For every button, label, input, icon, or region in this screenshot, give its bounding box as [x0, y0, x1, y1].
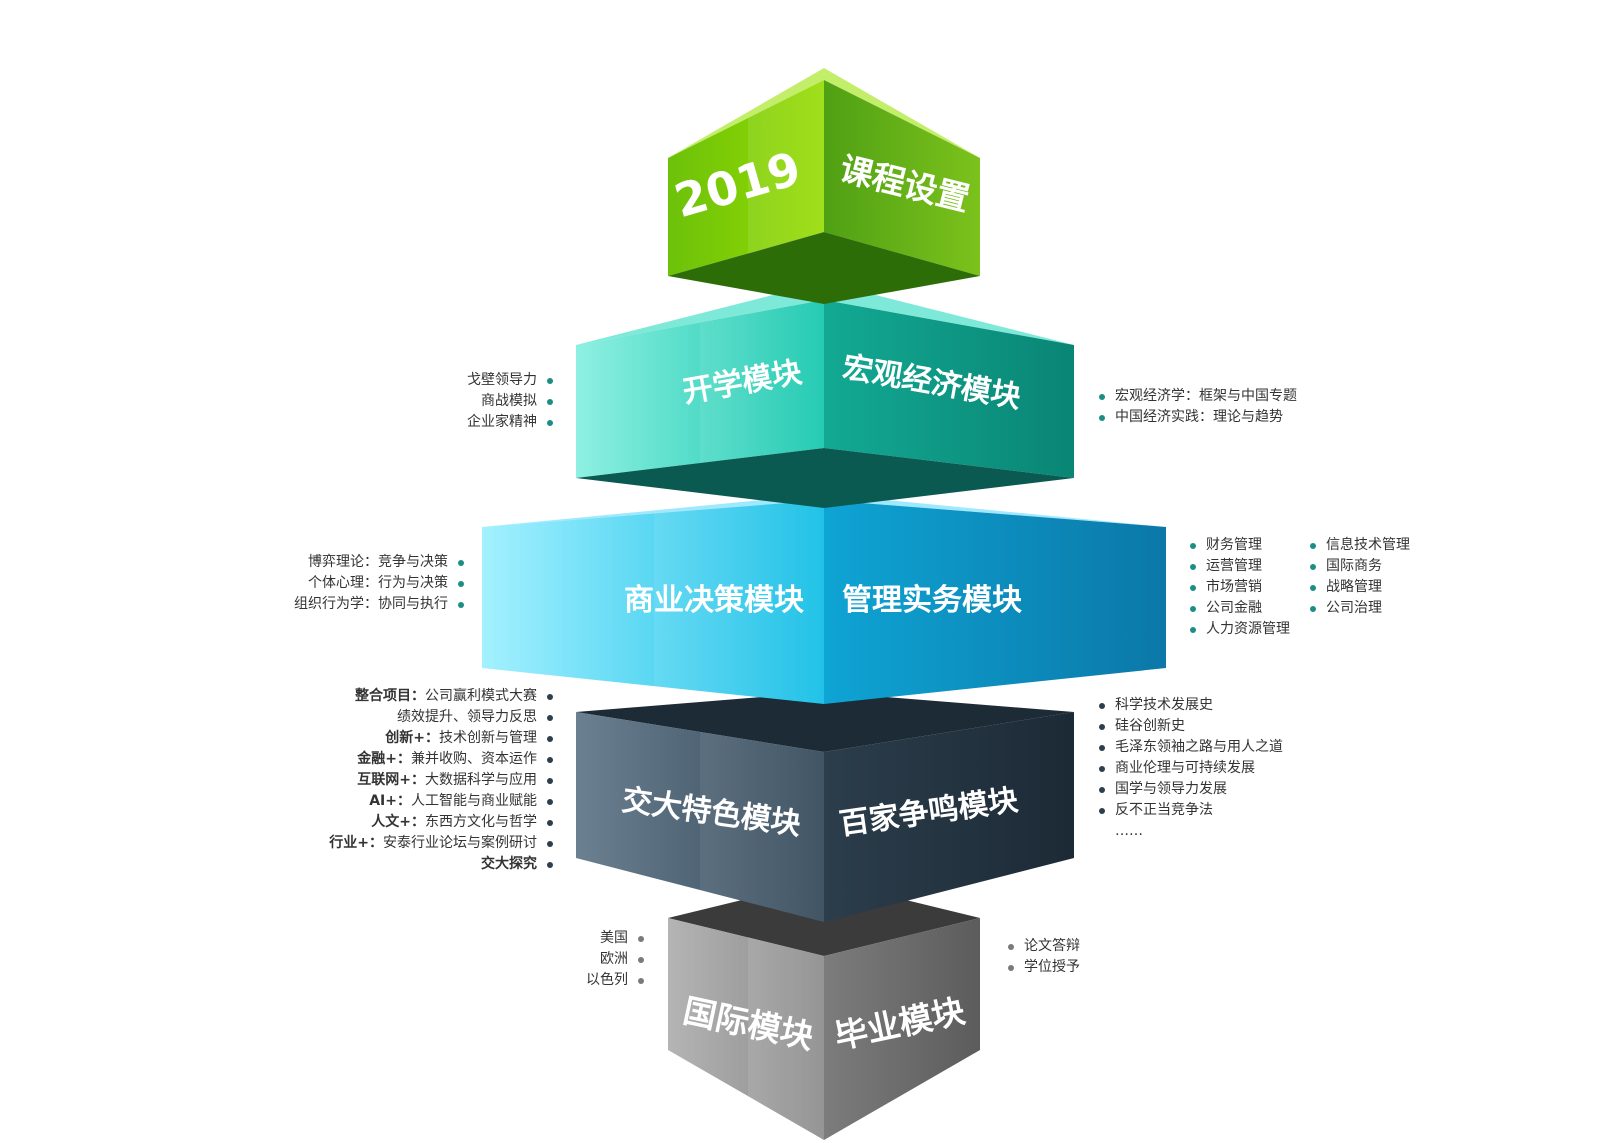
list-item: 毛泽东领袖之路与用人之道 [1099, 737, 1283, 758]
tier-2-right-face [824, 500, 1166, 704]
tier-0-left-face [668, 80, 824, 276]
list-item: 绩效提升、领导力反思 [329, 707, 553, 728]
list-item-text: 人工智能与商业赋能 [411, 793, 537, 809]
list-item: 以色列 [586, 970, 644, 991]
international-list: 美国 欧洲 以色列 [586, 928, 644, 991]
list-item: 整合项目：公司赢利模式大赛 [329, 686, 553, 707]
list-item-prefix: 人文+： [371, 814, 425, 830]
tier-title-block: 2019 课程设置 [668, 68, 980, 304]
tier-4-sheen [748, 937, 824, 1140]
list-item: 财务管理 [1190, 535, 1290, 556]
tier-decision-block: 商业决策模块 管理实务模块 [482, 494, 1166, 704]
list-item: 国学与领导力发展 [1099, 779, 1283, 800]
list-item-text: 技术创新与管理 [439, 730, 537, 746]
list-item: 互联网+：大数据科学与应用 [329, 770, 553, 791]
list-item: 戈壁领导力 [467, 370, 553, 391]
tier-1-underside [576, 448, 1074, 508]
list-item: 人文+：东西方文化与哲学 [329, 812, 553, 833]
tier-1-left-face [576, 300, 824, 478]
list-item: 博弈理论：竞争与决策 [294, 552, 464, 573]
list-item: 中国经济实践：理论与趋势 [1099, 407, 1297, 428]
list-item: 商战模拟 [467, 391, 553, 412]
list-item-prefix: 金融+： [357, 751, 411, 767]
list-item: 欧洲 [586, 949, 644, 970]
tier-graduation-block: 国际模块 毕业模块 [668, 880, 980, 1140]
list-item: 创新+：技术创新与管理 [329, 728, 553, 749]
list-item: 行业+：安泰行业论坛与案例研讨 [329, 833, 553, 854]
list-item-prefix: 行业+： [329, 835, 383, 851]
list-item: 国际商务 [1310, 556, 1410, 577]
tier-1-right-face [824, 300, 1074, 478]
decision-list: 博弈理论：竞争与决策 个体心理：行为与决策 组织行为学：协同与执行 [294, 552, 464, 615]
hundred-list: 科学技术发展史 硅谷创新史 毛泽东领袖之路与用人之道 商业伦理与可持续发展 国学… [1099, 695, 1283, 842]
graduation-list: 论文答辩 学位授予 [1008, 936, 1080, 978]
list-item-prefix: 创新+： [385, 730, 439, 746]
list-item: 金融+：兼并收购、资本运作 [329, 749, 553, 770]
list-item: 宏观经济学：框架与中国专题 [1099, 386, 1297, 407]
tier-3-top [576, 692, 1074, 752]
list-item: 人力资源管理 [1190, 619, 1290, 640]
list-item: 交大探究 [329, 854, 553, 875]
list-item: 信息技术管理 [1310, 535, 1410, 556]
list-item-text: 公司赢利模式大赛 [425, 688, 537, 704]
list-item-prefix: 交大探究 [481, 856, 537, 872]
list-item: 反不正当竞争法 [1099, 800, 1283, 821]
list-item: 美国 [586, 928, 644, 949]
list-item: 市场营销 [1190, 577, 1290, 598]
practice-list-col1: 财务管理 运营管理 市场营销 公司金融 人力资源管理 [1190, 535, 1290, 640]
list-item: 公司治理 [1310, 598, 1410, 619]
tier-opening-block: 开学模块 宏观经济模块 [576, 282, 1074, 508]
tier-3-sheen [700, 732, 824, 922]
tier-4-right-face [824, 918, 980, 1140]
tier-3-left-face [576, 712, 824, 922]
tier-0-sheen [748, 80, 824, 254]
macro-list: 宏观经济学：框架与中国专题 中国经济实践：理论与趋势 [1099, 386, 1297, 428]
sjtu-list: 整合项目：公司赢利模式大赛 绩效提升、领导力反思 创新+：技术创新与管理 金融+… [329, 686, 553, 875]
list-item-text: 东西方文化与哲学 [425, 814, 537, 830]
tier-0-right-face [824, 80, 980, 276]
list-item-text: 绩效提升、领导力反思 [397, 709, 537, 725]
list-item: 科学技术发展史 [1099, 695, 1283, 716]
list-item: 组织行为学：协同与执行 [294, 594, 464, 615]
list-item: 论文答辩 [1008, 936, 1080, 957]
list-item: …… [1115, 823, 1143, 839]
list-item: AI+：人工智能与商业赋能 [329, 791, 553, 812]
list-item-text: 兼并收购、资本运作 [411, 751, 537, 767]
tier-0-underside [668, 232, 980, 304]
tier-1-sheen [700, 300, 824, 463]
list-item-prefix: AI+： [369, 793, 411, 809]
tier-4-left-face [668, 918, 824, 1140]
list-item-prefix: 整合项目： [355, 688, 425, 704]
tier-3-right-face [824, 712, 1074, 922]
list-item: 个体心理：行为与决策 [294, 573, 464, 594]
tier-2-sheen [654, 500, 824, 704]
tier-sjtu-block: 交大特色模块 百家争鸣模块 [576, 692, 1074, 922]
list-item: 战略管理 [1310, 577, 1410, 598]
tier-2-left-label: 商业决策模块 [624, 583, 804, 618]
list-item-prefix: 互联网+： [357, 772, 425, 788]
practice-list-col2: 信息技术管理 国际商务 战略管理 公司治理 [1310, 535, 1410, 619]
list-item: 硅谷创新史 [1099, 716, 1283, 737]
list-item: 学位授予 [1008, 957, 1080, 978]
list-item: 商业伦理与可持续发展 [1099, 758, 1283, 779]
tier-2-left-face [482, 500, 824, 704]
tier-2-right-label: 管理实务模块 [842, 583, 1022, 618]
list-item: 企业家精神 [467, 412, 553, 433]
list-item: 公司金融 [1190, 598, 1290, 619]
opening-list: 戈壁领导力 商战模拟 企业家精神 [467, 370, 553, 433]
list-item-text: 大数据科学与应用 [425, 772, 537, 788]
list-item: 运营管理 [1190, 556, 1290, 577]
list-item-text: 安泰行业论坛与案例研讨 [383, 835, 537, 851]
